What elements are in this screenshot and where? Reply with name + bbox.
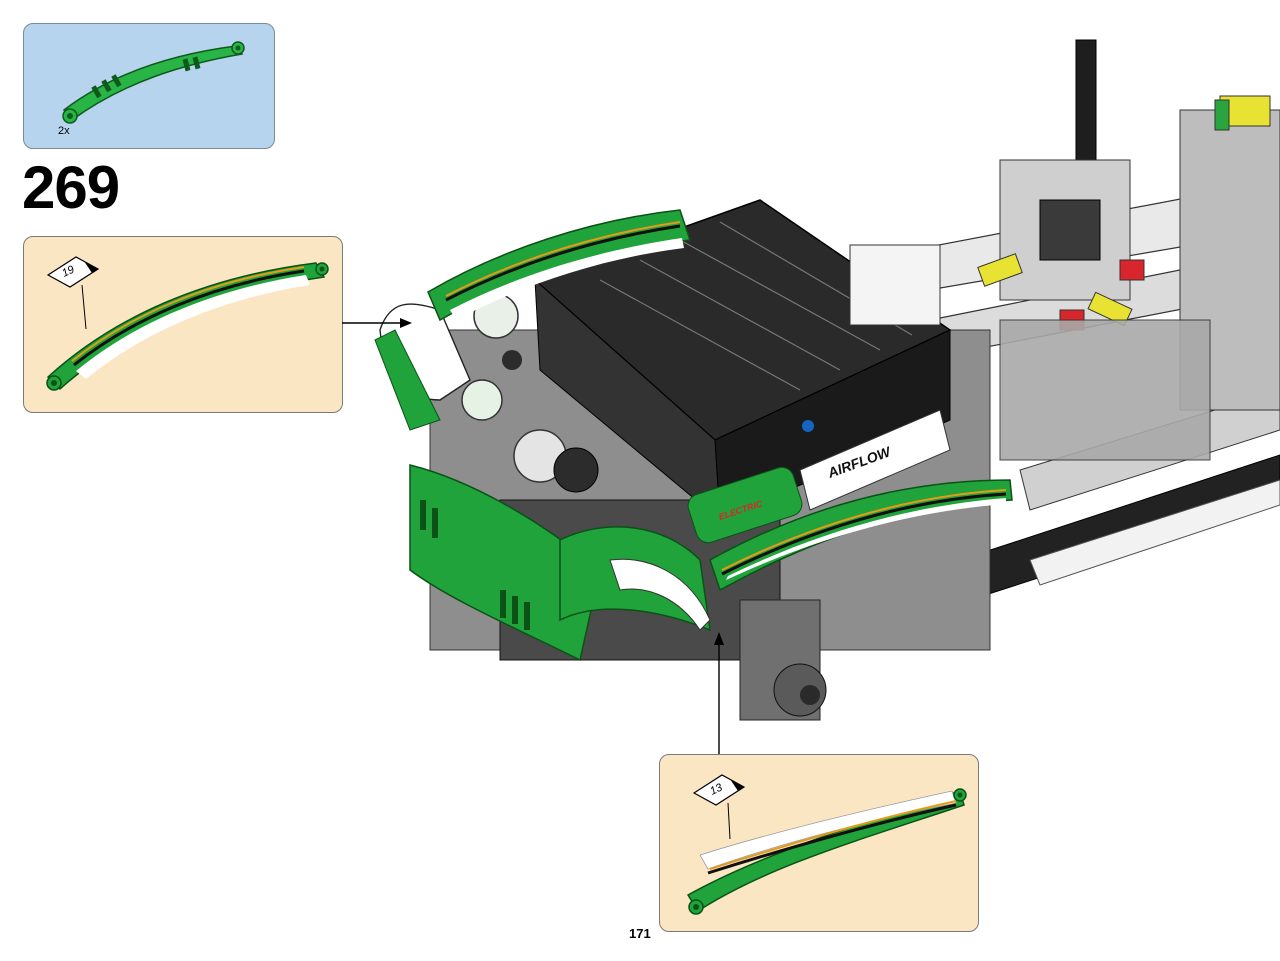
page-number: 171 <box>629 926 651 941</box>
callout-sticker-13: 13 <box>659 754 979 932</box>
svg-text:ELECTRIC: ELECTRIC <box>718 498 764 522</box>
sticker-tag-icon <box>46 256 100 288</box>
stickered-panel-image: 13 <box>686 774 967 915</box>
rear-structure <box>977 39 1280 461</box>
callout-sticker-19: 19 <box>23 236 343 413</box>
sticker-number: 19 <box>60 264 76 280</box>
headlights <box>461 293 599 493</box>
front-bumper <box>374 303 601 662</box>
sticker-tag-icon <box>692 774 746 806</box>
part-quantity: 2x <box>58 125 70 137</box>
sticker-number: 13 <box>708 781 725 797</box>
top-fender-panel <box>427 209 692 322</box>
airflow-sticker: AIRFLOW ELECTRIC <box>687 409 951 544</box>
chassis-beams <box>859 179 1280 601</box>
step-number: 269 <box>22 154 120 221</box>
svg-text:AIRFLOW: AIRFLOW <box>825 443 894 481</box>
stickered-panel-image: 19 <box>46 256 329 391</box>
battery-box <box>533 199 952 522</box>
new-right-panel <box>709 479 1013 592</box>
placement-arrows <box>342 318 724 754</box>
curved-panel-part-image <box>62 41 245 124</box>
mechanical-core <box>429 329 991 721</box>
parts-list-box: 2x <box>23 23 275 149</box>
front-wheel-arch <box>559 526 711 632</box>
